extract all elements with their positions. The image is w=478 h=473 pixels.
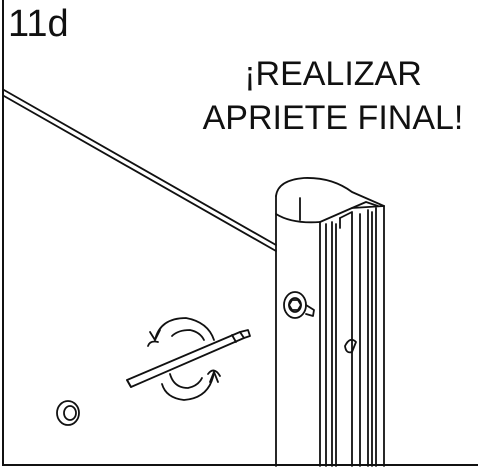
instruction-line-1: ¡REALIZAR [244, 55, 422, 93]
step-number: 11d [8, 3, 69, 45]
bolt-icon [283, 291, 315, 319]
frame-left-border [2, 0, 4, 466]
panel-edge [3, 89, 277, 252]
frame-bottom-border [2, 464, 478, 466]
knob-icon [56, 400, 80, 426]
door-profile [275, 177, 385, 467]
hex-key-icon [126, 329, 251, 388]
instruction-text: ¡REALIZAR APRIETE FINAL! [190, 52, 476, 140]
instruction-line-2: APRIETE FINAL! [202, 99, 464, 137]
rotate-arrows-icon [147, 317, 221, 401]
